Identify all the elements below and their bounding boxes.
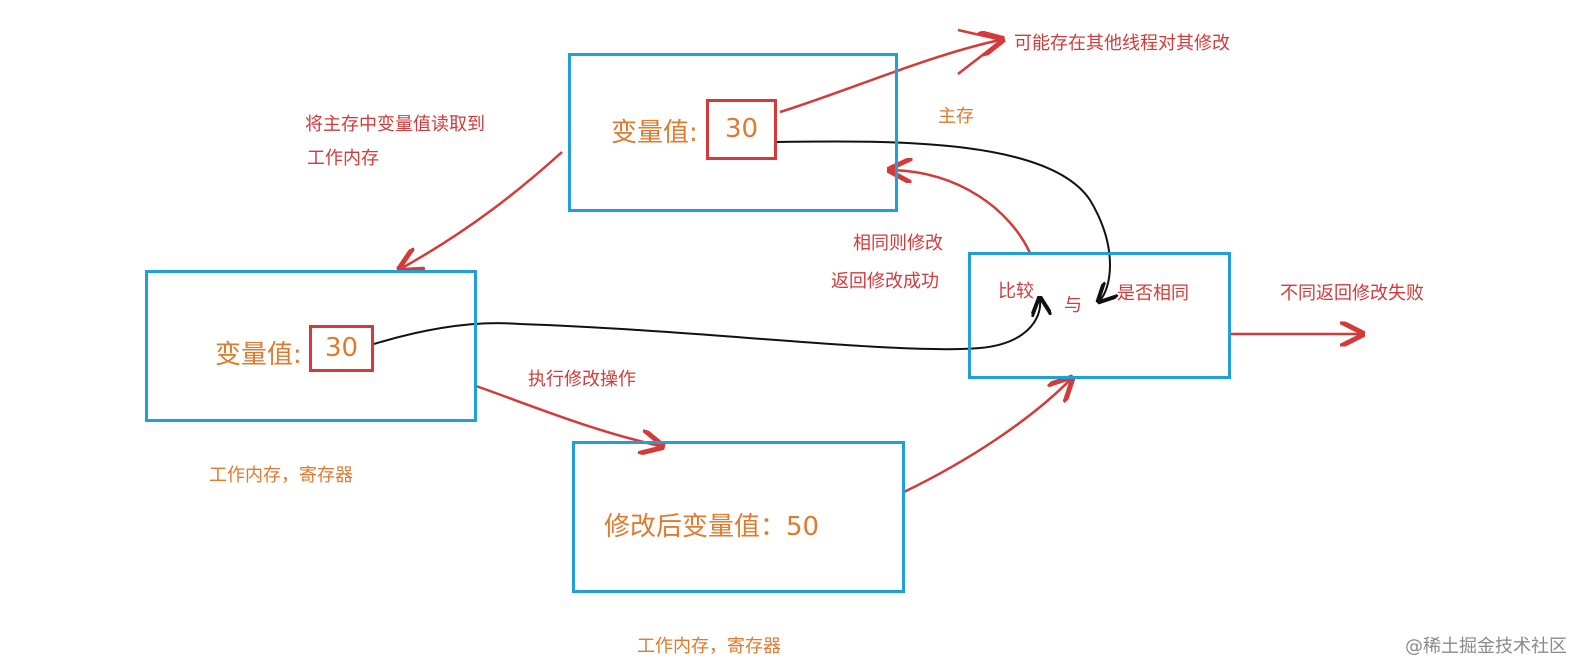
compare-mid-text: 与 (1064, 295, 1082, 316)
arrow-compare-to-main (892, 170, 1032, 254)
work-memory-value: 30 (324, 333, 359, 363)
read-to-work-line2: 工作内存 (307, 148, 379, 169)
other-threads-note: 可能存在其他线程对其修改 (1014, 33, 1230, 54)
main-memory-box (568, 53, 898, 212)
modified-caption: 工作内存，寄存器 (637, 636, 781, 657)
main-memory-value-box: 30 (706, 99, 777, 160)
same-modify-line2: 返回修改成功 (831, 271, 939, 292)
compare-right-text: 是否相同 (1117, 283, 1189, 304)
main-memory-value: 30 (724, 114, 759, 144)
modified-var-text: 修改后变量值：50 (604, 512, 820, 542)
arrow-main-to-work (402, 151, 563, 268)
same-modify-line1: 相同则修改 (853, 233, 943, 254)
work-memory-var-label: 变量值: (215, 340, 302, 370)
arrow-other-threads-tail (957, 28, 1005, 75)
execute-modify-note: 执行修改操作 (528, 369, 636, 390)
arrow-main-to-other-threads (779, 40, 1000, 114)
different-fail-note: 不同返回修改失败 (1280, 283, 1424, 304)
compare-box (968, 252, 1231, 379)
arrow-work-to-modified (475, 384, 660, 446)
work-memory-box (145, 270, 477, 422)
work-memory-caption: 工作内存，寄存器 (209, 465, 353, 486)
modified-box (572, 441, 905, 593)
read-to-work-line1: 将主存中变量值读取到 (305, 114, 485, 135)
black-line-work-value-to-compare (373, 300, 1040, 351)
arrow-modified-to-compare (903, 380, 1070, 494)
main-memory-var-label: 变量值: (611, 118, 698, 148)
compare-left-text: 比较 (998, 281, 1034, 302)
work-memory-value-box: 30 (309, 325, 374, 372)
black-line-main-value-to-compare (775, 140, 1110, 300)
main-memory-caption: 主存 (938, 106, 974, 127)
watermark-text: @稀土掘金技术社区 (1405, 636, 1567, 657)
